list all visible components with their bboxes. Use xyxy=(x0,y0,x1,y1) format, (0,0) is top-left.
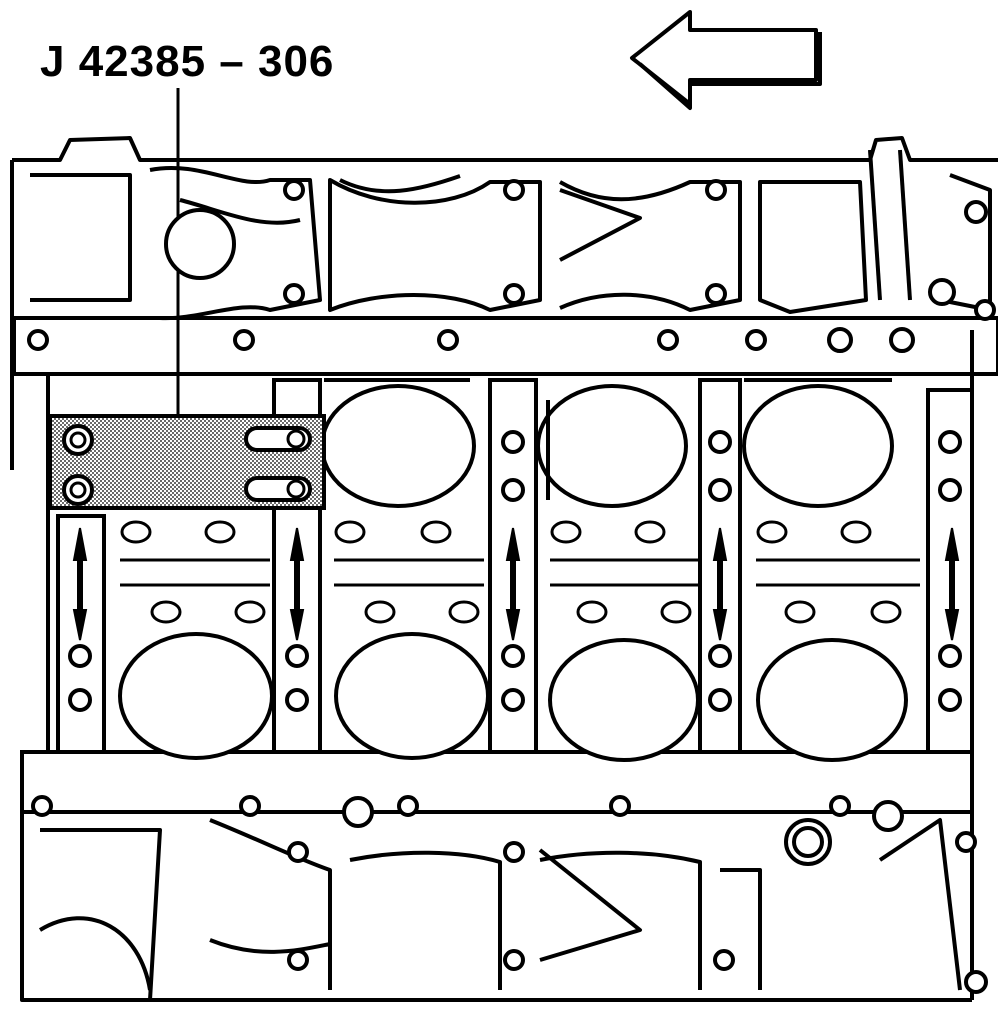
upper-deck xyxy=(10,136,998,470)
upper-cylinder-bores xyxy=(320,378,894,508)
lower-deck xyxy=(20,812,972,1002)
lower-cylinder-bores xyxy=(118,632,908,762)
tool-plate xyxy=(48,414,326,510)
bulkhead-arrows xyxy=(72,527,960,641)
upper-deck-bolts xyxy=(27,179,996,353)
lower-deck-bolts xyxy=(31,795,988,994)
crankcase-galleries xyxy=(120,520,920,624)
arrow-left-icon xyxy=(630,10,822,110)
bulkhead-bolts xyxy=(68,430,962,712)
tool-number-label: J 42385 – 306 xyxy=(40,37,335,86)
